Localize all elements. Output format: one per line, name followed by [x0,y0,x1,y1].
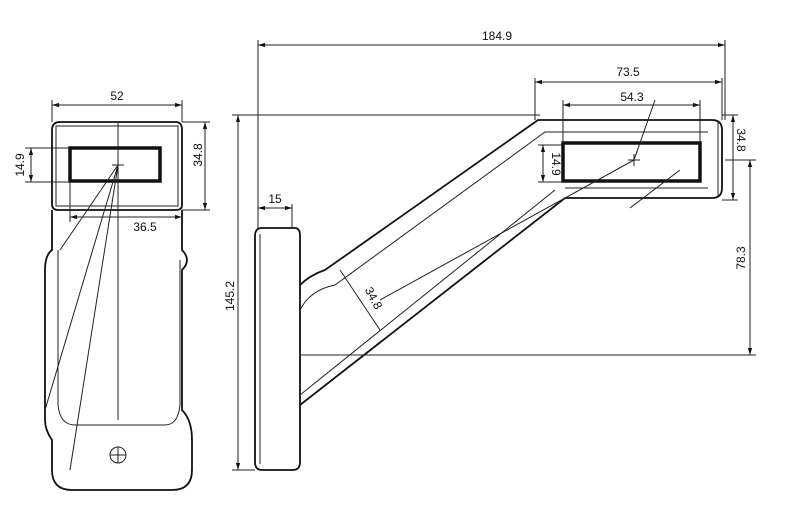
side-view: 34.8 184.9 73.5 54.3 14.9 34.8 78.3 15 1… [223,29,756,471]
dim-front-width: 52 [110,89,124,103]
dim-lens-length: 54.3 [620,90,644,104]
dim-front-cap-height: 34.8 [191,143,205,167]
dim-head-drop: 78.3 [734,246,748,270]
front-view: 52 14.9 34.8 36.5 [13,89,210,491]
dim-base-thickness: 15 [268,192,282,206]
dim-head-length: 73.5 [616,65,640,79]
dim-side-lens-height: 14.9 [549,152,563,176]
dim-front-lens-height: 14.9 [13,153,27,177]
dim-front-lens-offset: 36.5 [133,220,157,234]
dim-overall-height: 145.2 [223,281,237,311]
dim-overall-length: 184.9 [482,29,512,43]
dim-head-height: 34.8 [734,128,748,152]
